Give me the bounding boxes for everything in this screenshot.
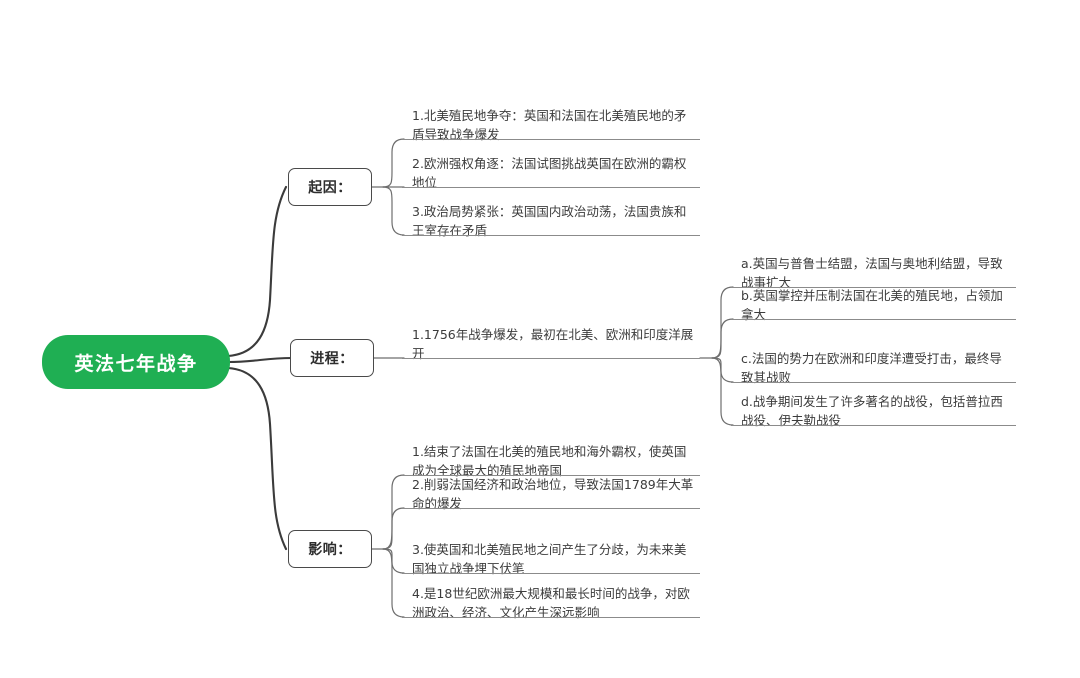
leaf-item-process-1-d[interactable]: d.战争期间发生了许多著名的战役，包括普拉西战役、伊夫勒战役 bbox=[731, 389, 1016, 428]
leaf-item-impact-2[interactable]: 2.削弱法国经济和政治地位，导致法国1789年大革命的爆发 bbox=[402, 472, 700, 511]
wire-root-to-impact bbox=[226, 366, 288, 551]
leaf-rule-process-1 bbox=[402, 358, 700, 359]
branch-node-impact[interactable]: 影响： bbox=[288, 530, 372, 568]
leaf-text-process-1-b: b.英国掌控并压制法国在北美的殖民地，占领加拿大 bbox=[741, 288, 1003, 322]
leaf-text-process-1-a: a.英国与普鲁士结盟，法国与奥地利结盟，导致战事扩大 bbox=[741, 256, 1003, 290]
wire-root-to-cause bbox=[226, 185, 288, 358]
leaf-text-impact-1: 1.结束了法国在北美的殖民地和海外霸权，使英国成为全球最大的殖民地帝国 bbox=[412, 444, 687, 478]
leaf-text-process-1: 1.1756年战争爆发，最初在北美、欧洲和印度洋展开 bbox=[412, 327, 694, 361]
wire-process-sub-a bbox=[711, 286, 734, 359]
leaf-item-impact-3[interactable]: 3.使英国和北美殖民地之间产生了分歧，为未来美国独立战争埋下伏笔 bbox=[402, 537, 700, 576]
leaf-rule-impact-2 bbox=[402, 508, 700, 509]
wire-impact-item4 bbox=[382, 548, 405, 618]
leaf-text-cause-1: 1.北美殖民地争夺：英国和法国在北美殖民地的矛盾导致战争爆发 bbox=[412, 108, 687, 142]
leaf-rule-process-1-a bbox=[731, 287, 1016, 288]
leaf-item-process-1-a[interactable]: a.英国与普鲁士结盟，法国与奥地利结盟，导致战事扩大 bbox=[731, 251, 1016, 290]
leaf-item-process-1-c[interactable]: c.法国的势力在欧洲和印度洋遭受打击，最终导致其战败 bbox=[731, 346, 1016, 385]
leaf-item-cause-1[interactable]: 1.北美殖民地争夺：英国和法国在北美殖民地的矛盾导致战争爆发 bbox=[402, 103, 700, 142]
leaf-text-cause-3: 3.政治局势紧张：英国国内政治动荡，法国贵族和王室存在矛盾 bbox=[412, 204, 687, 238]
branch-label-cause: 起因： bbox=[308, 180, 352, 196]
leaf-item-process-1-b[interactable]: b.英国掌控并压制法国在北美的殖民地，占领加拿大 bbox=[731, 283, 1016, 322]
leaf-text-process-1-c: c.法国的势力在欧洲和印度洋遭受打击，最终导致其战败 bbox=[741, 351, 1002, 385]
leaf-text-impact-4: 4.是18世纪欧洲最大规模和最长时间的战争，对欧洲政治、经济、文化产生深远影响 bbox=[412, 586, 690, 620]
leaf-item-cause-3[interactable]: 3.政治局势紧张：英国国内政治动荡，法国贵族和王室存在矛盾 bbox=[402, 199, 700, 238]
branch-label-impact: 影响： bbox=[308, 542, 352, 558]
root-node-label: 英法七年战争 bbox=[74, 352, 198, 375]
leaf-rule-cause-1 bbox=[402, 139, 700, 140]
branch-node-cause[interactable]: 起因： bbox=[288, 168, 372, 206]
wire-process-sub-c bbox=[711, 357, 734, 383]
leaf-rule-process-1-d bbox=[731, 425, 1016, 426]
wire-impact-item3 bbox=[382, 548, 405, 574]
leaf-item-impact-1[interactable]: 1.结束了法国在北美的殖民地和海外霸权，使英国成为全球最大的殖民地帝国 bbox=[402, 439, 700, 478]
leaf-rule-cause-3 bbox=[402, 235, 700, 236]
wire-impact-item1 bbox=[382, 474, 405, 550]
root-node[interactable]: 英法七年战争 bbox=[42, 335, 230, 389]
leaf-text-impact-2: 2.削弱法国经济和政治地位，导致法国1789年大革命的爆发 bbox=[412, 477, 694, 511]
wire-cause-item1 bbox=[382, 138, 405, 188]
leaf-rule-cause-2 bbox=[402, 187, 700, 188]
leaf-text-cause-2: 2.欧洲强权角逐：法国试图挑战英国在欧洲的霸权地位 bbox=[412, 156, 687, 190]
wire-impact-item2 bbox=[382, 507, 405, 550]
leaf-item-impact-4[interactable]: 4.是18世纪欧洲最大规模和最长时间的战争，对欧洲政治、经济、文化产生深远影响 bbox=[402, 581, 700, 620]
leaf-text-process-1-d: d.战争期间发生了许多著名的战役，包括普拉西战役、伊夫勒战役 bbox=[741, 394, 1003, 428]
wire-process-sub-b bbox=[711, 318, 734, 359]
leaf-item-cause-2[interactable]: 2.欧洲强权角逐：法国试图挑战英国在欧洲的霸权地位 bbox=[402, 151, 700, 190]
leaf-item-process-1[interactable]: 1.1756年战争爆发，最初在北美、欧洲和印度洋展开 bbox=[402, 322, 700, 361]
leaf-rule-impact-4 bbox=[402, 617, 700, 618]
leaf-rule-impact-1 bbox=[402, 475, 700, 476]
leaf-rule-process-1-c bbox=[731, 382, 1016, 383]
leaf-rule-process-1-b bbox=[731, 319, 1016, 320]
leaf-rule-impact-3 bbox=[402, 573, 700, 574]
wire-cause-item3 bbox=[382, 186, 405, 236]
wire-process-sub-d bbox=[711, 357, 734, 426]
branch-node-process[interactable]: 进程： bbox=[290, 339, 374, 377]
wire-root-to-process bbox=[226, 356, 294, 364]
leaf-text-impact-3: 3.使英国和北美殖民地之间产生了分歧，为未来美国独立战争埋下伏笔 bbox=[412, 542, 687, 576]
branch-label-process: 进程： bbox=[310, 351, 354, 367]
